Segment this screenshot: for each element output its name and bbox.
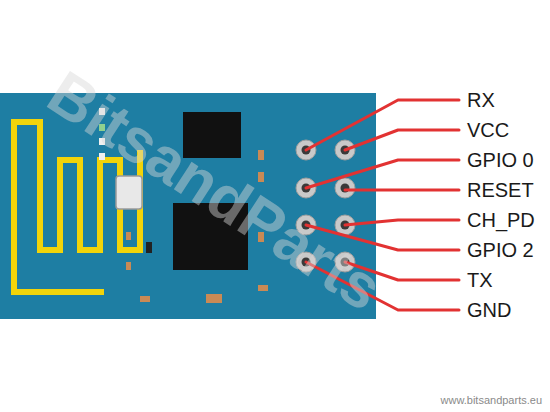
pin-label: GND <box>467 299 511 322</box>
header-pins <box>296 140 355 272</box>
flash-chip <box>183 112 241 158</box>
pin-label: TX <box>467 269 493 292</box>
esp8266-chip <box>173 203 248 270</box>
pin-label: RX <box>467 89 495 112</box>
leader-lines <box>306 100 459 310</box>
crystal <box>116 176 142 209</box>
smd-parts <box>99 108 268 303</box>
pin-label: CH_PD <box>467 209 535 232</box>
pin-pad <box>335 178 355 198</box>
pcb-board <box>0 93 376 319</box>
pin-label: VCC <box>467 119 509 142</box>
pin-label: RESET <box>467 179 534 202</box>
pin-label: GPIO 0 <box>467 149 534 172</box>
watermark-url: www.bitsandparts.eu <box>441 394 543 406</box>
pin-label: GPIO 2 <box>467 239 534 262</box>
watermark: BitsandParts <box>35 56 394 324</box>
